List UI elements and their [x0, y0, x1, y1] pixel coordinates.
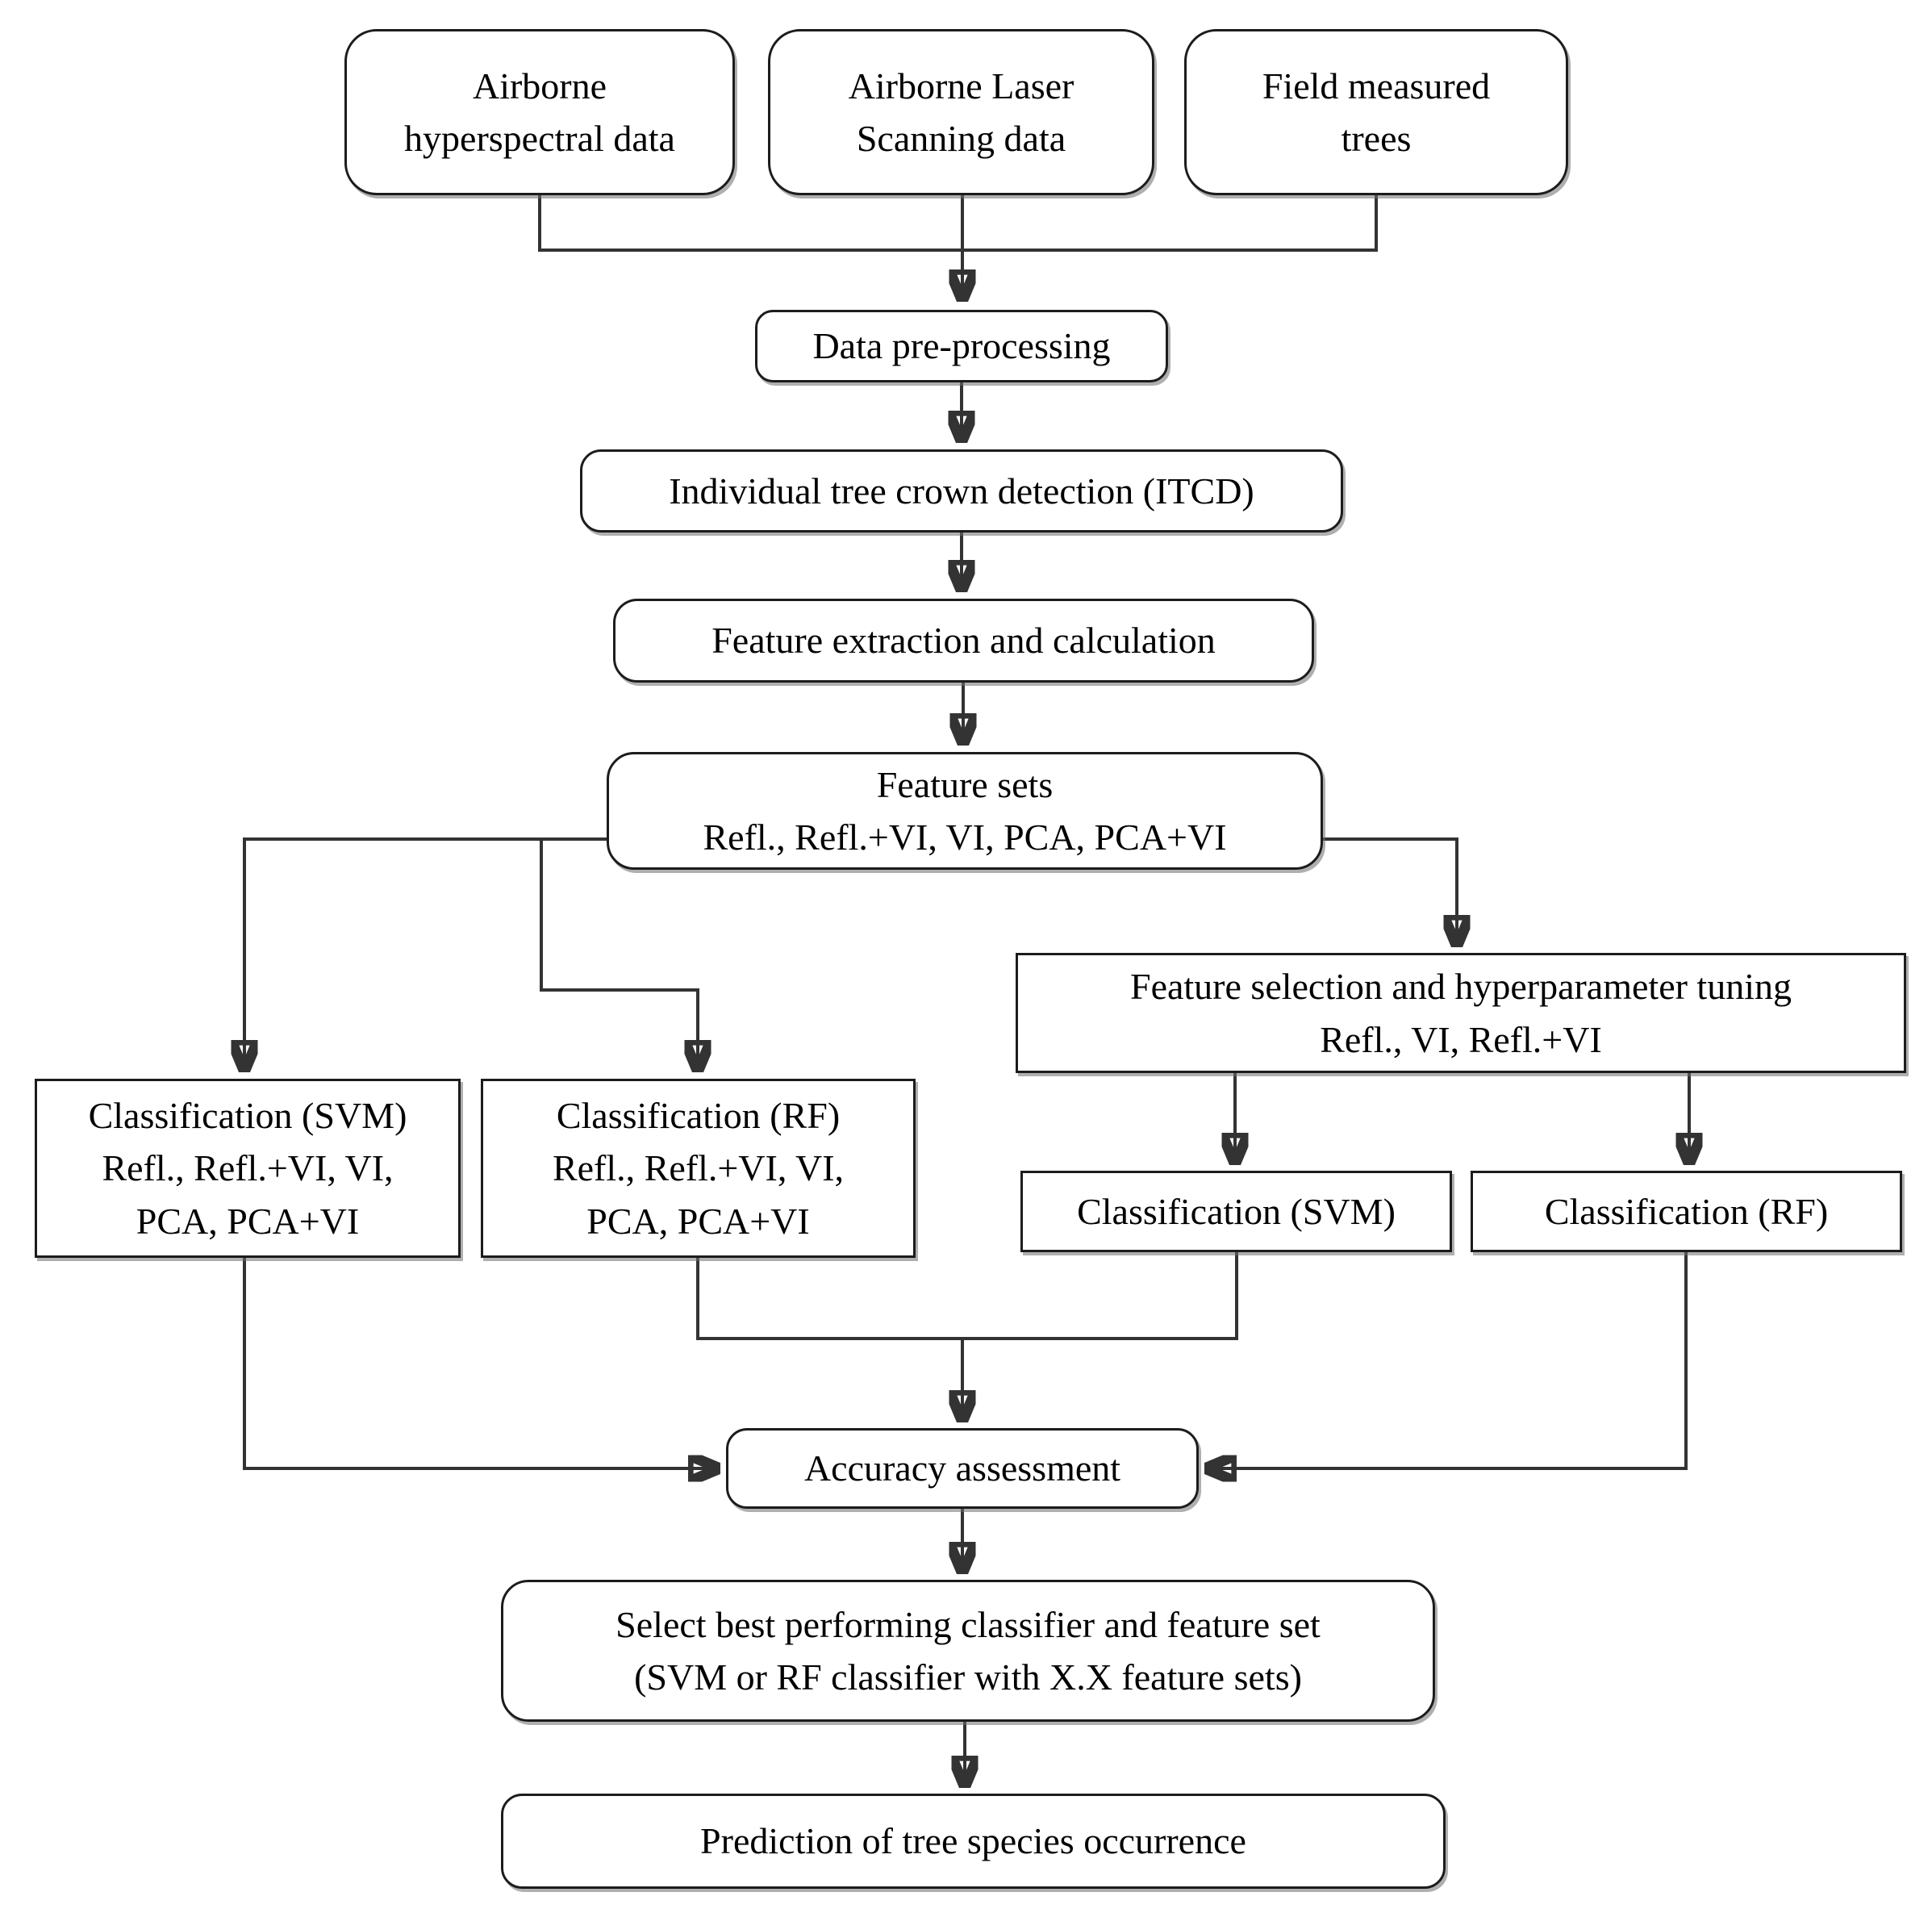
node-label: Prediction of tree species occurrence — [700, 1820, 1246, 1862]
node-label: Scanning data — [856, 118, 1066, 159]
node-label: Refl., VI, Refl.+VI — [1320, 1018, 1602, 1060]
node-label: trees — [1341, 118, 1412, 159]
node-individual-tree-crown-detection: Individual tree crown detection (ITCD) — [580, 449, 1343, 533]
connector-feature-sets-to-feature-selection — [1323, 837, 1457, 946]
node-select-best-classifier: Select best performing classifier and fe… — [501, 1580, 1435, 1722]
node-feature-extraction: Feature extraction and calculation — [613, 599, 1314, 683]
node-feature-selection-tuning: Feature selection and hyperparameter tun… — [1016, 953, 1906, 1073]
node-label: Classification (RF) — [1544, 1190, 1829, 1232]
node-prediction-tree-species: Prediction of tree species occurrence — [501, 1794, 1446, 1889]
node-field-measured-trees: Field measured trees — [1184, 29, 1568, 195]
node-label: Classification (SVM) — [1077, 1190, 1396, 1232]
node-classification-rf-selected: Classification (RF) — [1471, 1171, 1902, 1252]
node-classification-svm-all-sets: Classification (SVM) Refl., Refl.+VI, VI… — [35, 1079, 461, 1258]
node-airborne-hyperspectral-data: Airborne hyperspectral data — [344, 29, 735, 195]
node-label: Refl., Refl.+VI, VI, — [552, 1147, 845, 1189]
node-data-pre-processing: Data pre-processing — [755, 310, 1168, 382]
node-label: Refl., Refl.+VI, VI, PCA, PCA+VI — [703, 817, 1227, 858]
connector-sources-join — [538, 194, 1378, 252]
node-label: Airborne — [472, 65, 607, 107]
node-label: PCA, PCA+VI — [586, 1200, 810, 1242]
node-label: Select best performing classifier and fe… — [615, 1603, 1321, 1645]
node-label: PCA, PCA+VI — [136, 1200, 360, 1242]
connector-feature-sets-to-rf-all — [540, 839, 698, 1071]
node-label: Accuracy assessment — [803, 1447, 1121, 1489]
node-label: Field measured — [1262, 65, 1491, 107]
node-classification-svm-selected: Classification (SVM) — [1020, 1171, 1452, 1252]
node-feature-sets: Feature sets Refl., Refl.+VI, VI, PCA, P… — [607, 752, 1323, 870]
node-label: Classification (SVM) — [88, 1095, 407, 1137]
connector-feature-sets-to-svm-all — [244, 837, 607, 1071]
node-label: Feature selection and hyperparameter tun… — [1129, 966, 1792, 1008]
node-label: hyperspectral data — [404, 118, 675, 159]
connector-svm-all-to-accuracy — [243, 1258, 719, 1468]
node-classification-rf-all-sets: Classification (RF) Refl., Refl.+VI, VI,… — [481, 1079, 916, 1258]
connector-rf-all-svm-sel-join — [696, 1252, 1238, 1340]
node-label: Classification (RF) — [556, 1095, 841, 1137]
node-label: Refl., Refl.+VI, VI, — [102, 1147, 394, 1189]
node-label: Feature sets — [876, 763, 1054, 805]
node-label: Feature extraction and calculation — [711, 620, 1216, 662]
node-label: Individual tree crown detection (ITCD) — [669, 470, 1254, 512]
node-label: Airborne Laser — [848, 65, 1074, 107]
node-label: (SVM or RF classifier with X.X feature s… — [634, 1656, 1302, 1698]
node-label: Data pre-processing — [812, 325, 1111, 367]
node-accuracy-assessment: Accuracy assessment — [726, 1428, 1199, 1509]
node-airborne-laser-scanning-data: Airborne Laser Scanning data — [768, 29, 1154, 195]
connector-rf-sel-to-accuracy — [1206, 1252, 1688, 1468]
